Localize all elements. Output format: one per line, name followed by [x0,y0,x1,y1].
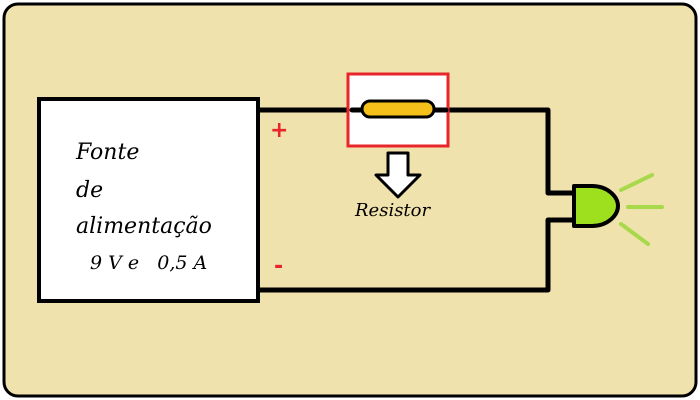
power-supply-label-line2: de [76,178,104,203]
resistor-label: Resistor [355,200,431,221]
power-supply-rating: 9 V e 0,5 A [90,252,208,274]
led-icon [572,184,620,228]
power-supply-box [37,97,260,303]
resistor-body [360,99,436,119]
led-glow-rays [619,173,664,246]
positive-terminal-sign: + [270,118,289,143]
arrow-down-icon [374,151,422,199]
power-supply-label-line3: alimentação [76,214,212,239]
negative-terminal-sign: - [274,254,284,279]
power-supply-label-line1: Fonte [76,140,140,165]
top-wire [255,107,577,196]
bottom-wire [255,217,577,293]
